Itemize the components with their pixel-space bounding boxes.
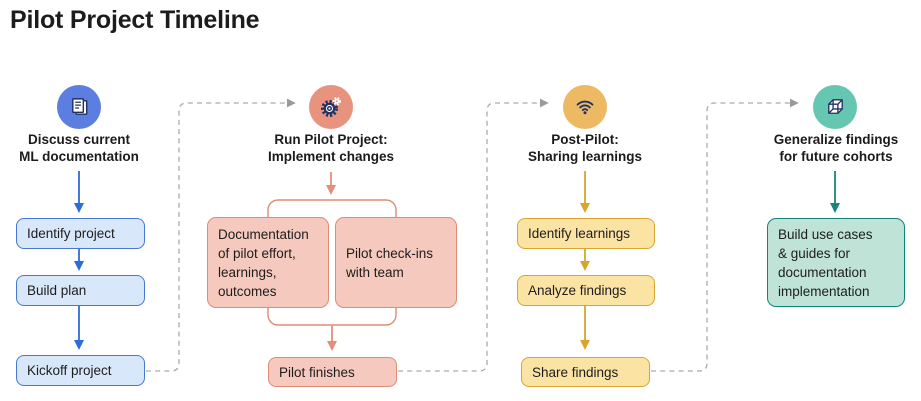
box-analyze-findings: Analyze findings [517,275,655,306]
column-header-discuss: Discuss current ML documentation [19,132,139,164]
connector-share-findings-to-generalize [651,98,799,372]
column-header-post-pilot: Post-Pilot: Sharing learnings [527,132,643,164]
column-header-run-pilot: Run Pilot Project: Implement changes [267,132,395,164]
cube-icon [827,98,843,114]
box-identify-project: Identify project [16,218,145,249]
box-build-plan: Build plan [16,275,145,306]
post-pilot-step-badge [563,85,607,129]
connector-pilot-finishes-to-post-pilot [398,98,549,372]
column-header-generalize: Generalize findings for future cohorts [773,132,899,164]
run-pilot-step-badge [309,85,353,129]
dashed-connectors [146,98,799,372]
box-build-use-cases: Build use cases & guides for documentati… [767,218,905,307]
generalize-step-badge [813,85,857,129]
discuss-step-badge [57,85,101,129]
box-pilot-finishes: Pilot finishes [268,357,397,387]
page-title: Pilot Project Timeline [10,6,260,34]
box-share-findings: Share findings [521,357,650,387]
box-kickoff-project: Kickoff project [16,355,145,386]
documents-icon [71,97,87,115]
box-documentation-of-pilot: Documentation of pilot effort, learnings… [207,217,329,308]
box-pilot-check-ins: Pilot check-ins with team [335,217,457,308]
connector-kickoff-to-run-pilot [146,98,296,372]
wifi-icon [576,100,594,115]
box-identify-learnings: Identify learnings [517,218,655,249]
gears-icon [321,96,341,117]
